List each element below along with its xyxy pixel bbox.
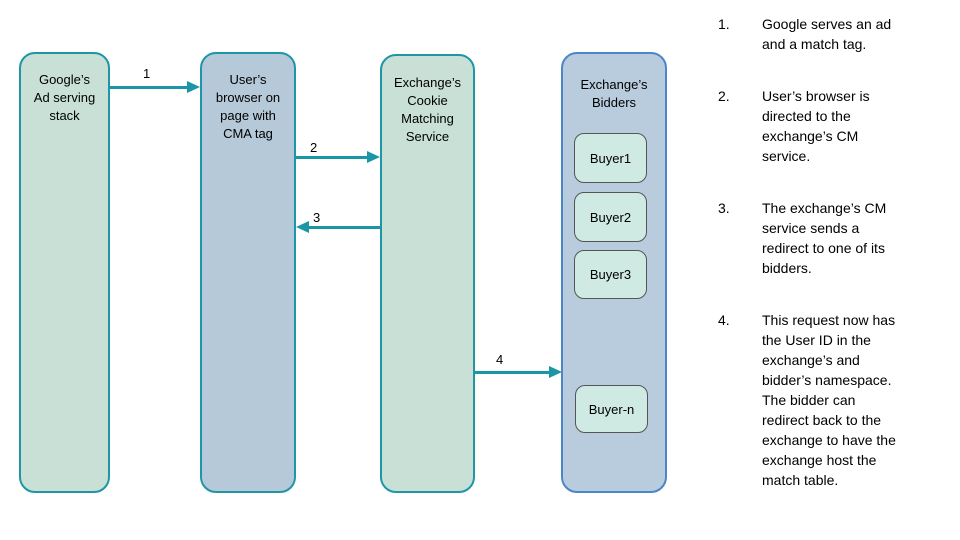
arrow-3 xyxy=(296,221,380,233)
buyer-box-n: Buyer-n xyxy=(575,385,648,433)
node-google-ad-stack: Google’s Ad serving stack xyxy=(19,52,110,493)
buyer-box-3-label: Buyer3 xyxy=(589,267,632,282)
steps-list: 1. Google serves an ad and a match tag. … xyxy=(702,14,954,522)
arrow-1-label: 1 xyxy=(143,66,151,81)
node-exchange-bidders-label: Exchange’s Bidders xyxy=(580,77,648,110)
arrow-4-right-arrowhead-icon xyxy=(549,366,562,378)
buyer-box-2-label: Buyer2 xyxy=(589,209,632,225)
step-1-number: 1. xyxy=(718,16,730,32)
arrow-3-left-arrowhead-icon xyxy=(296,221,309,233)
arrow-2-label: 2 xyxy=(310,140,318,155)
arrow-4-label: 4 xyxy=(496,352,504,367)
arrow-1-right-arrowhead-icon xyxy=(187,81,200,93)
step-2-text: User’s browser is directed to the exchan… xyxy=(762,88,870,164)
step-4-text: This request now has the User ID in the … xyxy=(762,312,896,488)
arrow-3-label: 3 xyxy=(313,210,321,225)
buyer-box-3: Buyer3 xyxy=(574,250,647,299)
step-3-text: The exchange’s CM service sends a redire… xyxy=(762,200,887,276)
step-3-number: 3. xyxy=(718,200,730,216)
node-cookie-matching-service-label: Exchange’s Cookie Matching Service xyxy=(394,75,461,144)
node-user-browser: User’s browser on page with CMA tag xyxy=(200,52,296,493)
step-item-1: 1. Google serves an ad and a match tag. xyxy=(702,14,954,54)
arrow-2-right-arrowhead-icon xyxy=(367,151,380,163)
step-2-number: 2. xyxy=(718,88,730,104)
step-4-number: 4. xyxy=(718,312,730,328)
arrow-1 xyxy=(110,81,200,93)
node-google-ad-stack-label: Google’s Ad serving stack xyxy=(33,72,96,123)
arrow-2 xyxy=(296,151,380,163)
step-item-4: 4. This request now has the User ID in t… xyxy=(702,310,954,490)
buyer-box-1-label: Buyer1 xyxy=(589,150,632,166)
arrow-4 xyxy=(475,366,562,378)
node-user-browser-label: User’s browser on page with CMA tag xyxy=(215,72,281,141)
step-item-2: 2. User’s browser is directed to the exc… xyxy=(702,86,954,166)
buyer-box-n-label: Buyer-n xyxy=(588,401,635,417)
buyer-box-2: Buyer2 xyxy=(574,192,647,242)
step-1-text: Google serves an ad and a match tag. xyxy=(762,16,892,52)
buyer-box-1: Buyer1 xyxy=(574,133,647,183)
node-cookie-matching-service: Exchange’s Cookie Matching Service xyxy=(380,54,475,493)
step-item-3: 3. The exchange’s CM service sends a red… xyxy=(702,198,954,278)
